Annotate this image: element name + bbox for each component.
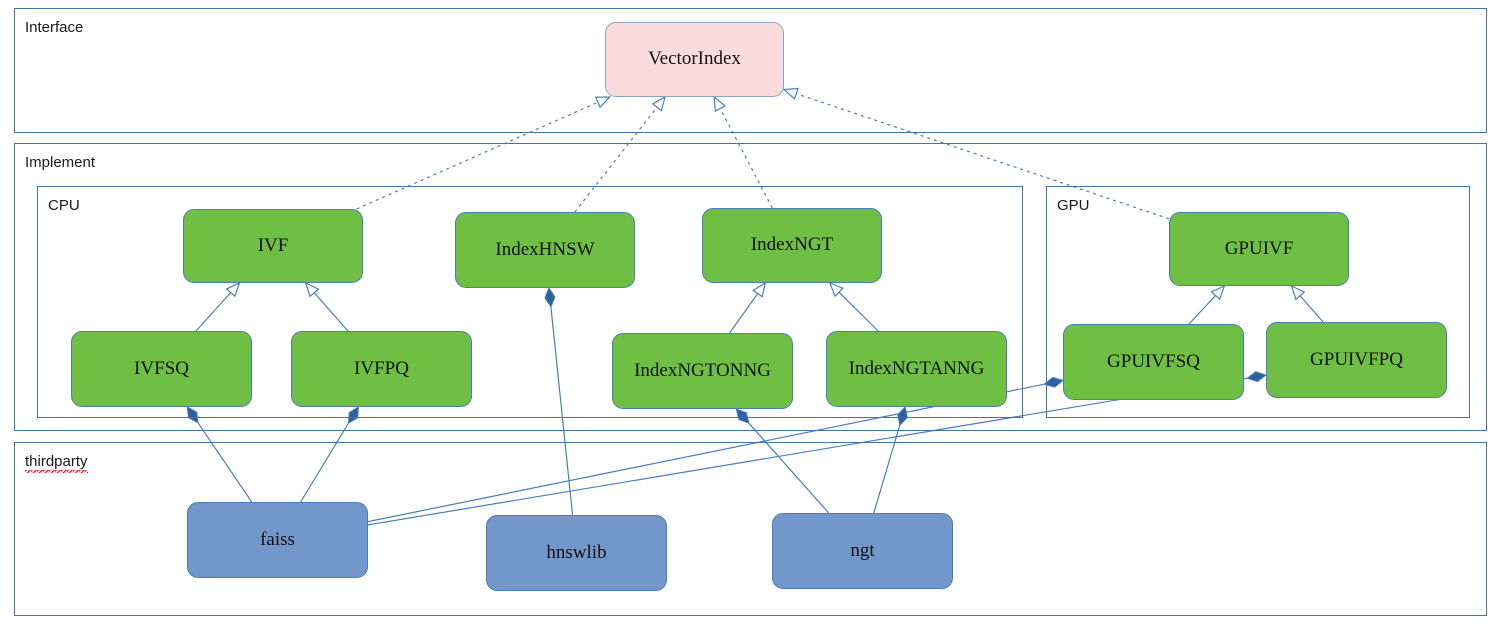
container-interface bbox=[14, 8, 1487, 133]
container-label-thirdparty: thirdparty bbox=[25, 453, 88, 473]
triangle-head-ivfpq-ivf bbox=[304, 281, 320, 298]
edge-ngt-to-indexngtonng bbox=[748, 422, 830, 514]
edge-gpuivfsq-to-gpuivf bbox=[1188, 295, 1217, 325]
node-ivf[interactable]: IVF bbox=[183, 209, 363, 283]
triangle-head-gpuivfpq-gpuivf bbox=[1290, 284, 1306, 301]
container-label-implement: Implement bbox=[25, 154, 96, 171]
edge-indexngtonng-to-indexngt bbox=[729, 293, 759, 334]
edge-faiss-to-gpuivfpq bbox=[367, 377, 1248, 526]
node-gpuivfsq[interactable]: GPUIVFSQ bbox=[1063, 324, 1244, 400]
triangle-head-ivfsq-ivf bbox=[225, 281, 241, 298]
container-label-interface: Interface bbox=[25, 19, 84, 36]
diamond-head-faiss-gpuivfpq bbox=[1246, 371, 1268, 383]
diamond-head-ngt-indexngtonng bbox=[735, 408, 750, 425]
edge-indexhnsw-to-vectorindex bbox=[574, 106, 658, 213]
node-faiss[interactable]: faiss bbox=[187, 502, 368, 578]
edge-faiss-to-gpuivfsq bbox=[367, 383, 1045, 523]
node-gpuivf[interactable]: GPUIVF bbox=[1169, 212, 1349, 286]
node-hnswlib[interactable]: hnswlib bbox=[486, 515, 667, 591]
edge-indexngt-to-vectorindex bbox=[719, 108, 773, 209]
triangle-head-ivf-vectorindex bbox=[594, 96, 612, 109]
node-indexngtanng[interactable]: IndexNGTANNG bbox=[826, 331, 1007, 407]
node-ivfsq[interactable]: IVFSQ bbox=[71, 331, 252, 407]
container-cpu bbox=[37, 186, 1023, 418]
node-ivfpq[interactable]: IVFPQ bbox=[291, 331, 472, 407]
container-label-cpu: CPU bbox=[48, 197, 80, 214]
edge-gpuivf-to-vectorindex bbox=[796, 93, 1170, 220]
node-gpuivfpq[interactable]: GPUIVFPQ bbox=[1266, 322, 1447, 398]
triangle-head-gpuivfsq-gpuivf bbox=[1210, 284, 1226, 301]
edge-ivf-to-vectorindex bbox=[356, 101, 599, 210]
triangle-head-indexngtonng-indexngt bbox=[752, 281, 767, 298]
edge-indexngtanng-to-indexngt bbox=[838, 291, 879, 332]
edge-hnswlib-to-indexhnsw bbox=[550, 306, 574, 516]
triangle-head-indexngt-vectorindex bbox=[713, 95, 727, 113]
edge-ivfpq-to-ivf bbox=[313, 292, 349, 332]
triangle-head-gpuivf-vectorindex bbox=[782, 87, 799, 100]
container-gpu bbox=[1046, 186, 1470, 418]
container-label-gpu: GPU bbox=[1057, 197, 1090, 214]
node-indexhnsw[interactable]: IndexHNSW bbox=[455, 212, 635, 288]
diamond-head-hnswlib-indexhnsw bbox=[544, 286, 556, 308]
diamond-head-ngt-indexngtanng bbox=[897, 405, 908, 427]
node-vectorindex[interactable]: VectorIndex bbox=[605, 22, 784, 97]
diamond-head-faiss-gpuivfsq bbox=[1043, 376, 1065, 388]
node-ngt[interactable]: ngt bbox=[772, 513, 953, 589]
container-thirdparty bbox=[14, 442, 1487, 616]
node-indexngtonng[interactable]: IndexNGTONNG bbox=[612, 333, 793, 409]
container-implement bbox=[14, 143, 1487, 431]
diamond-head-faiss-ivfsq bbox=[186, 406, 199, 424]
edge-ivfsq-to-ivf bbox=[195, 292, 232, 332]
edge-faiss-to-ivfpq bbox=[300, 422, 350, 503]
edge-gpuivfpq-to-gpuivf bbox=[1299, 295, 1324, 323]
diamond-head-faiss-ivfpq bbox=[347, 406, 359, 425]
triangle-head-indexngtanng-indexngt bbox=[828, 281, 844, 298]
node-indexngt[interactable]: IndexNGT bbox=[702, 208, 882, 283]
edge-ngt-to-indexngtanng bbox=[873, 425, 901, 514]
edge-faiss-to-ivfsq bbox=[197, 422, 253, 503]
triangle-head-indexhnsw-vectorindex bbox=[651, 95, 667, 112]
